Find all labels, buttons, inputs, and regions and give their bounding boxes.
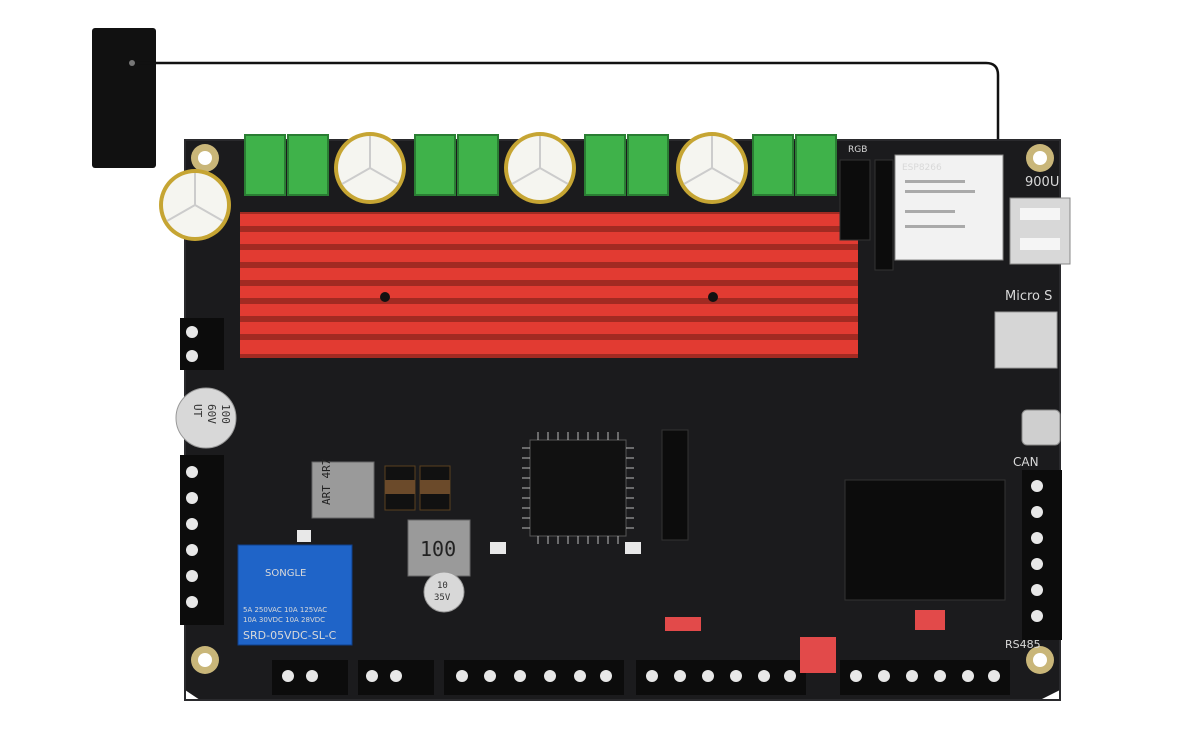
power-input-terminal (180, 318, 224, 370)
can-label: CAN (1013, 455, 1039, 469)
capacitor-small: 10 35V (423, 571, 465, 613)
cap-left-label-2: 60V (205, 404, 218, 424)
pin-headers (661, 159, 1006, 601)
capacitors-top (159, 132, 748, 241)
usb-c-port (1021, 409, 1061, 446)
inductor-small-label: ART 4R7 (320, 459, 333, 505)
left-terminal-column (180, 455, 224, 625)
rs485-label: RS485 (1005, 638, 1041, 651)
inductor-small: ART 4R7 (311, 459, 375, 519)
mounting-holes (191, 144, 1054, 674)
power-inductor-pair (384, 465, 451, 511)
cap-left-label-1: 100 (219, 404, 232, 424)
relay-brand: SONGLE (265, 568, 306, 579)
capacitor-left: 100 60V UT (175, 387, 237, 449)
cap-left-label-3: UT (191, 404, 204, 418)
usb-port (1009, 197, 1071, 265)
cap-small-label-2: 35V (434, 593, 451, 603)
rgb-label: RGB (848, 145, 867, 155)
tactile-buttons (297, 530, 641, 554)
mcu-chip (522, 432, 634, 544)
cap-small-label-1: 10 (437, 581, 448, 591)
wifi-module: ESP8266 (894, 154, 1004, 261)
slot-label: Micro S (1005, 289, 1052, 304)
right-terminal-column (1022, 470, 1062, 640)
port-label-900u: 900U (1025, 175, 1059, 190)
sd-card-slot (994, 311, 1058, 369)
motor-terminal-blocks (244, 134, 837, 196)
relay: SONGLE 5A 250VAC 10A 125VAC 10A 30VDC 10… (237, 544, 353, 646)
relay-model: SRD-05VDC-SL-C (243, 629, 337, 642)
bottom-terminal-row (272, 660, 1010, 695)
wifi-module-label: ESP8266 (902, 163, 942, 173)
relay-line-2: 10A 30VDC 10A 28VDC (243, 616, 325, 624)
inductor-large-label: 100 (420, 537, 456, 561)
relay-line-1: 5A 250VAC 10A 125VAC (243, 606, 327, 614)
inductor-large: 100 (407, 519, 471, 577)
dip-switches (665, 610, 945, 673)
heatsink (240, 212, 858, 358)
